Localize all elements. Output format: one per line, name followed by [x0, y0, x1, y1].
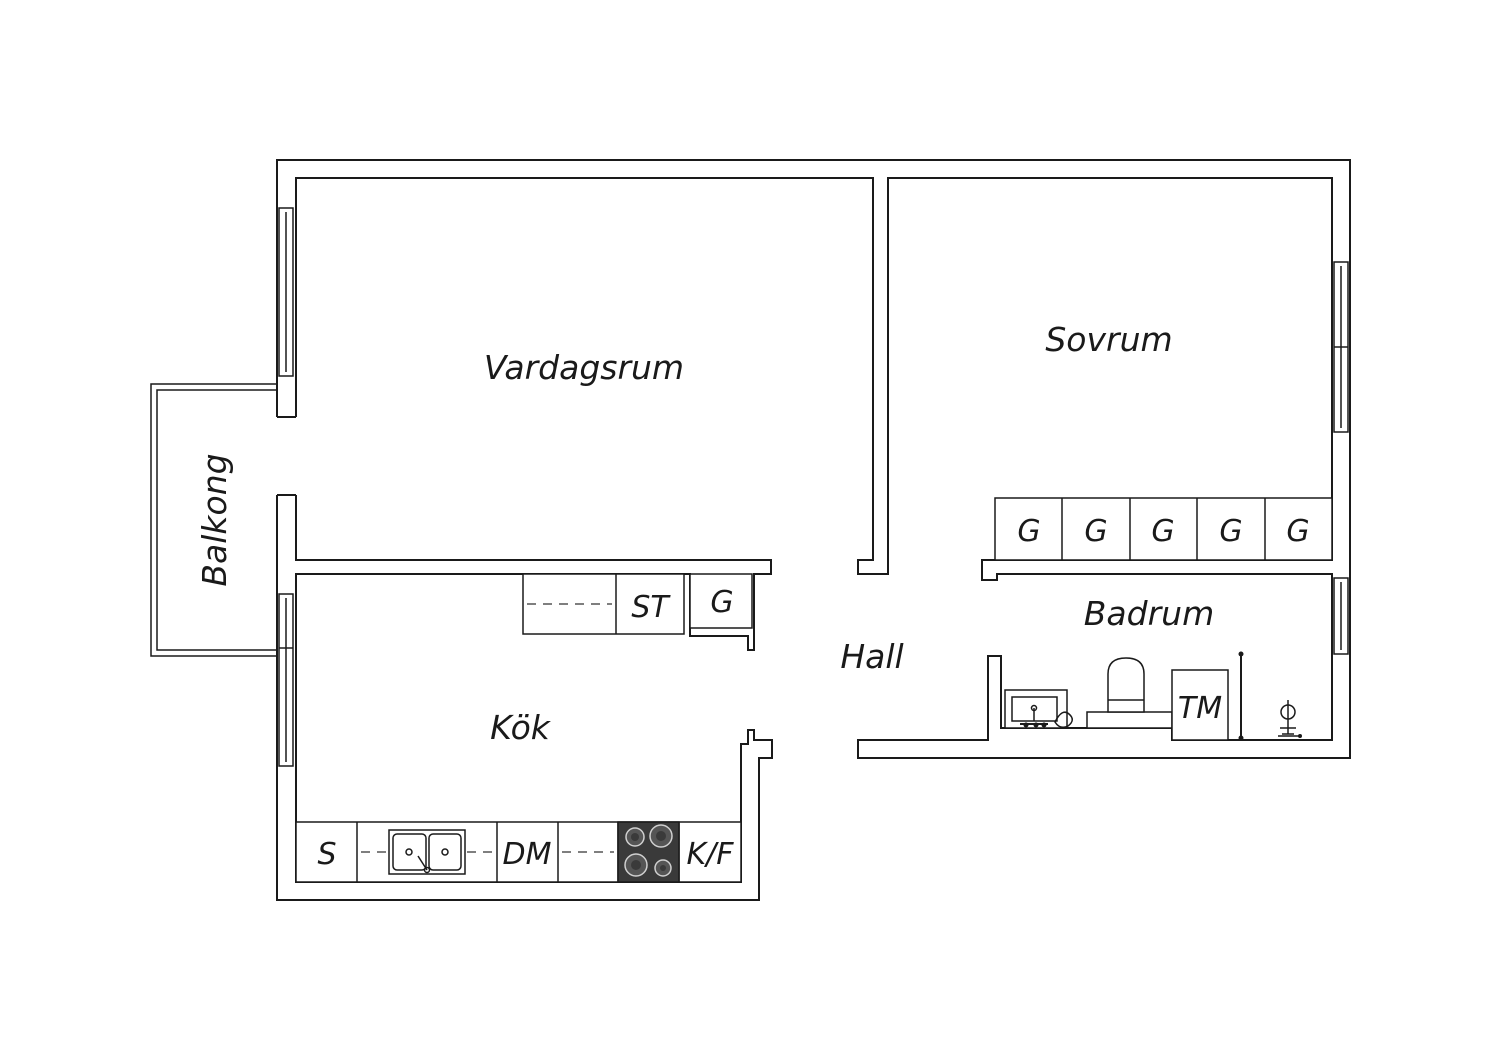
washing-machine-label: TM	[1178, 691, 1222, 726]
wardrobe-label: G	[1084, 514, 1107, 549]
room-label-bedroom: Sovrum	[1045, 320, 1172, 359]
linen-cabinet-label: ST	[631, 590, 671, 625]
shower-icon	[1278, 700, 1302, 738]
balcony-railing	[150, 383, 277, 657]
sink-icon	[388, 829, 466, 875]
kitchen-counter: S DM K/F	[295, 821, 742, 883]
room-label-hall: Hall	[840, 637, 903, 676]
bathroom-fixtures: TM	[1004, 651, 1302, 741]
kitchen-upper-storage: ST G	[522, 573, 753, 635]
wardrobe-label: G	[1286, 514, 1309, 549]
cooktop-icon	[617, 821, 680, 883]
washing-machine	[1171, 669, 1229, 741]
windows	[278, 207, 1349, 767]
room-label-bathroom: Badrum	[1084, 594, 1214, 633]
dishwasher-label: DM	[503, 837, 552, 872]
wardrobes-bedroom: G G G G G	[994, 497, 1333, 561]
shower-rod-icon	[1238, 651, 1244, 741]
room-label-living-room: Vardagsrum	[484, 348, 684, 387]
walls	[276, 159, 1351, 901]
wardrobe-label: G	[1017, 514, 1040, 549]
balcony	[150, 383, 277, 657]
room-labels: Vardagsrum Sovrum Balkong Badrum Hall Kö…	[195, 320, 1214, 747]
toilet-icon	[1086, 657, 1173, 729]
washbasin-icon	[1004, 689, 1073, 729]
stove-label: S	[317, 837, 336, 872]
outer-wall	[276, 159, 1351, 901]
wardrobe-label: G	[1219, 514, 1242, 549]
hall-wardrobe-label: G	[710, 585, 733, 620]
wardrobe-label: G	[1151, 514, 1174, 549]
room-label-kitchen: Kök	[490, 708, 552, 747]
fridge-freezer-label: K/F	[686, 837, 734, 872]
room-label-balcony: Balkong	[195, 453, 234, 586]
